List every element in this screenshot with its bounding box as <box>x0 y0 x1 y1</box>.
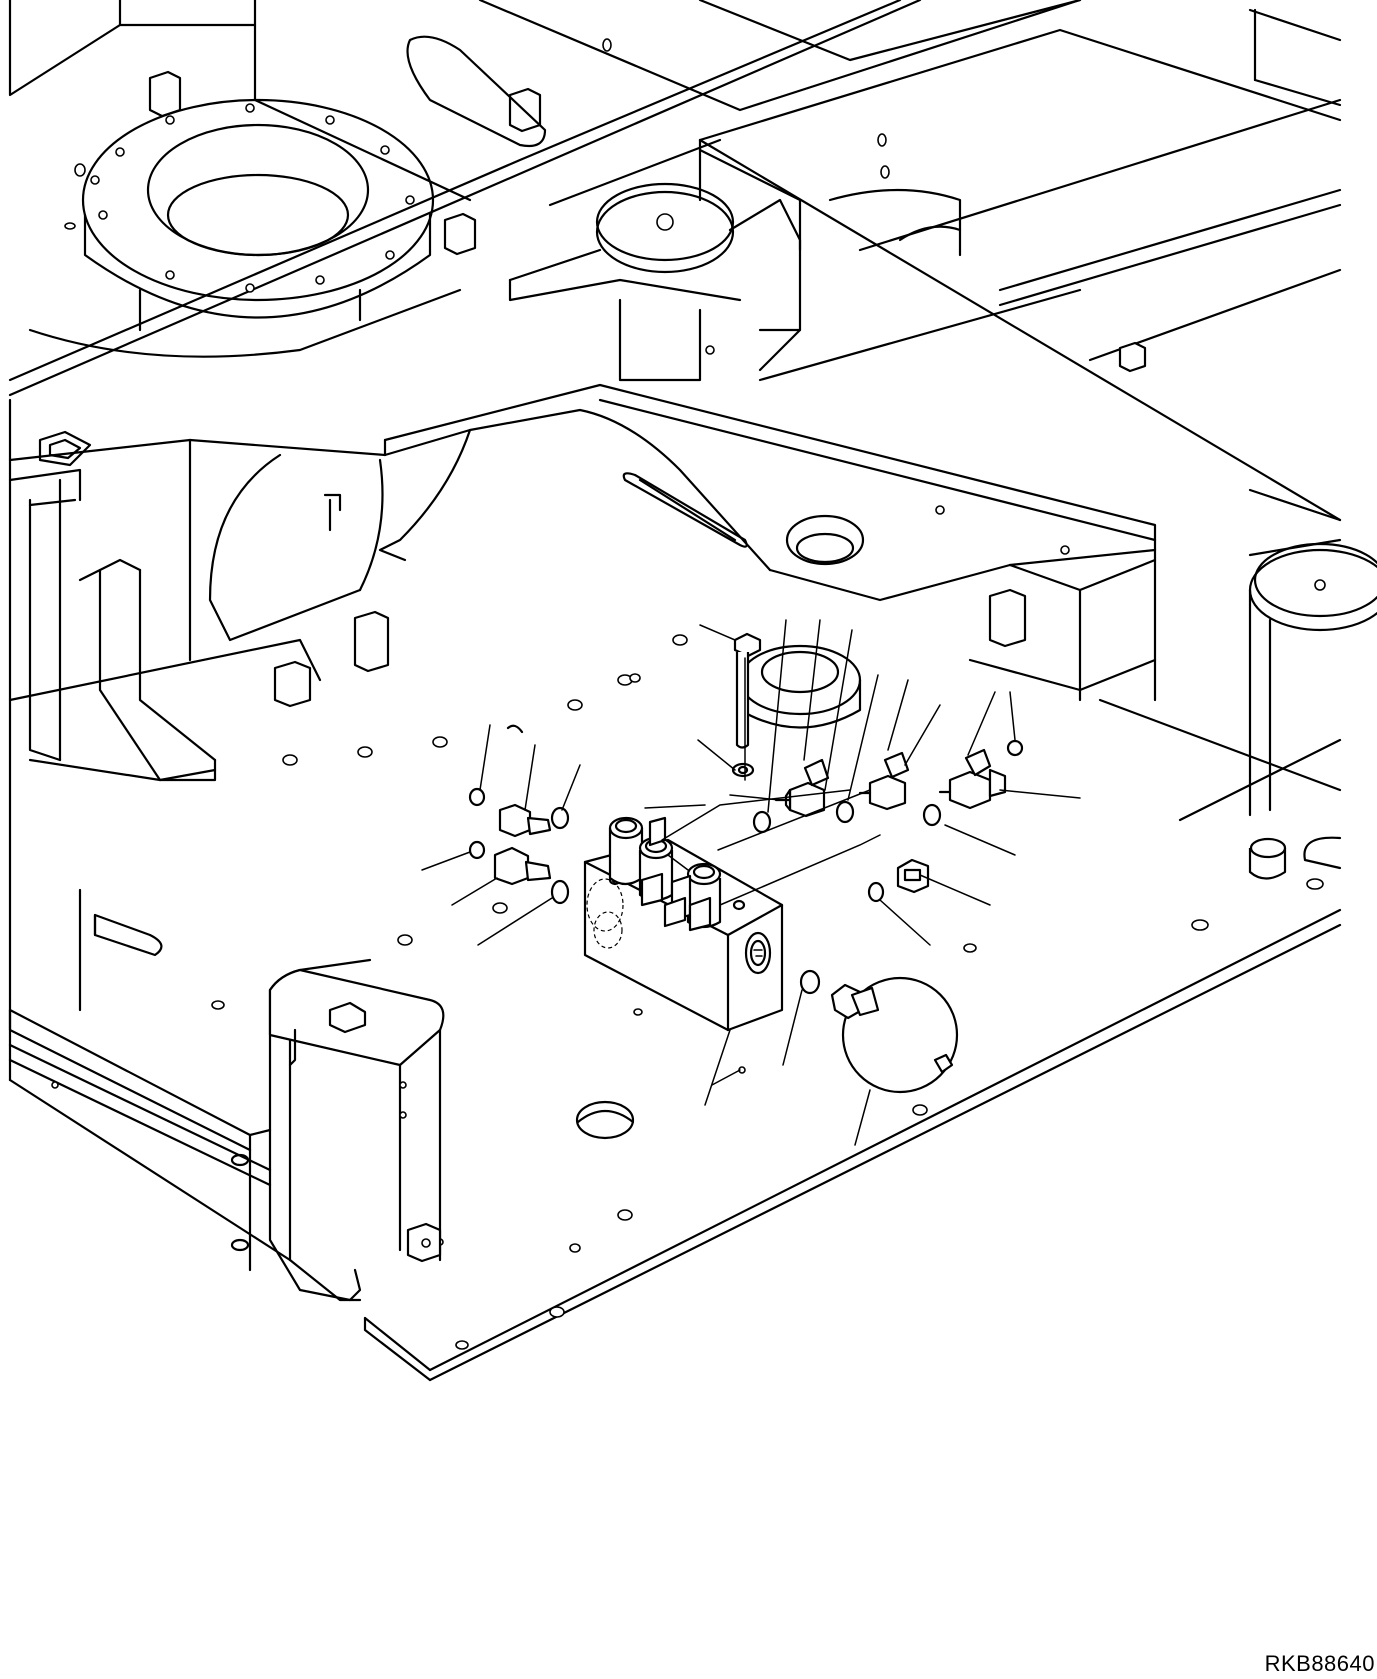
straight-fitting <box>498 803 552 838</box>
swing-circle-flange <box>81 35 547 332</box>
elbow-fitting <box>774 758 830 818</box>
plug <box>896 858 930 894</box>
solenoid-coil <box>608 816 722 932</box>
leader-lines <box>421 619 1081 1146</box>
accumulator <box>830 976 959 1094</box>
drawing-id-label: RKB88640 <box>1264 1651 1375 1676</box>
right-mount <box>1248 538 1377 880</box>
straight-fitting <box>493 846 552 886</box>
left-bracket <box>8 341 1147 782</box>
floor-holes <box>51 38 1324 1350</box>
center-bracket-plate <box>188 383 1157 729</box>
boom-foot-bracket <box>508 138 802 382</box>
detail-lines <box>8 138 1342 822</box>
elbow-fitting <box>858 751 910 811</box>
elbow-fitting <box>938 748 1007 810</box>
o-rings <box>468 724 1024 995</box>
fittings <box>493 748 1007 894</box>
solenoid-valve-block <box>583 816 784 1032</box>
bolt <box>731 632 762 778</box>
left-slot <box>93 913 163 957</box>
front-left-mount <box>8 958 445 1302</box>
